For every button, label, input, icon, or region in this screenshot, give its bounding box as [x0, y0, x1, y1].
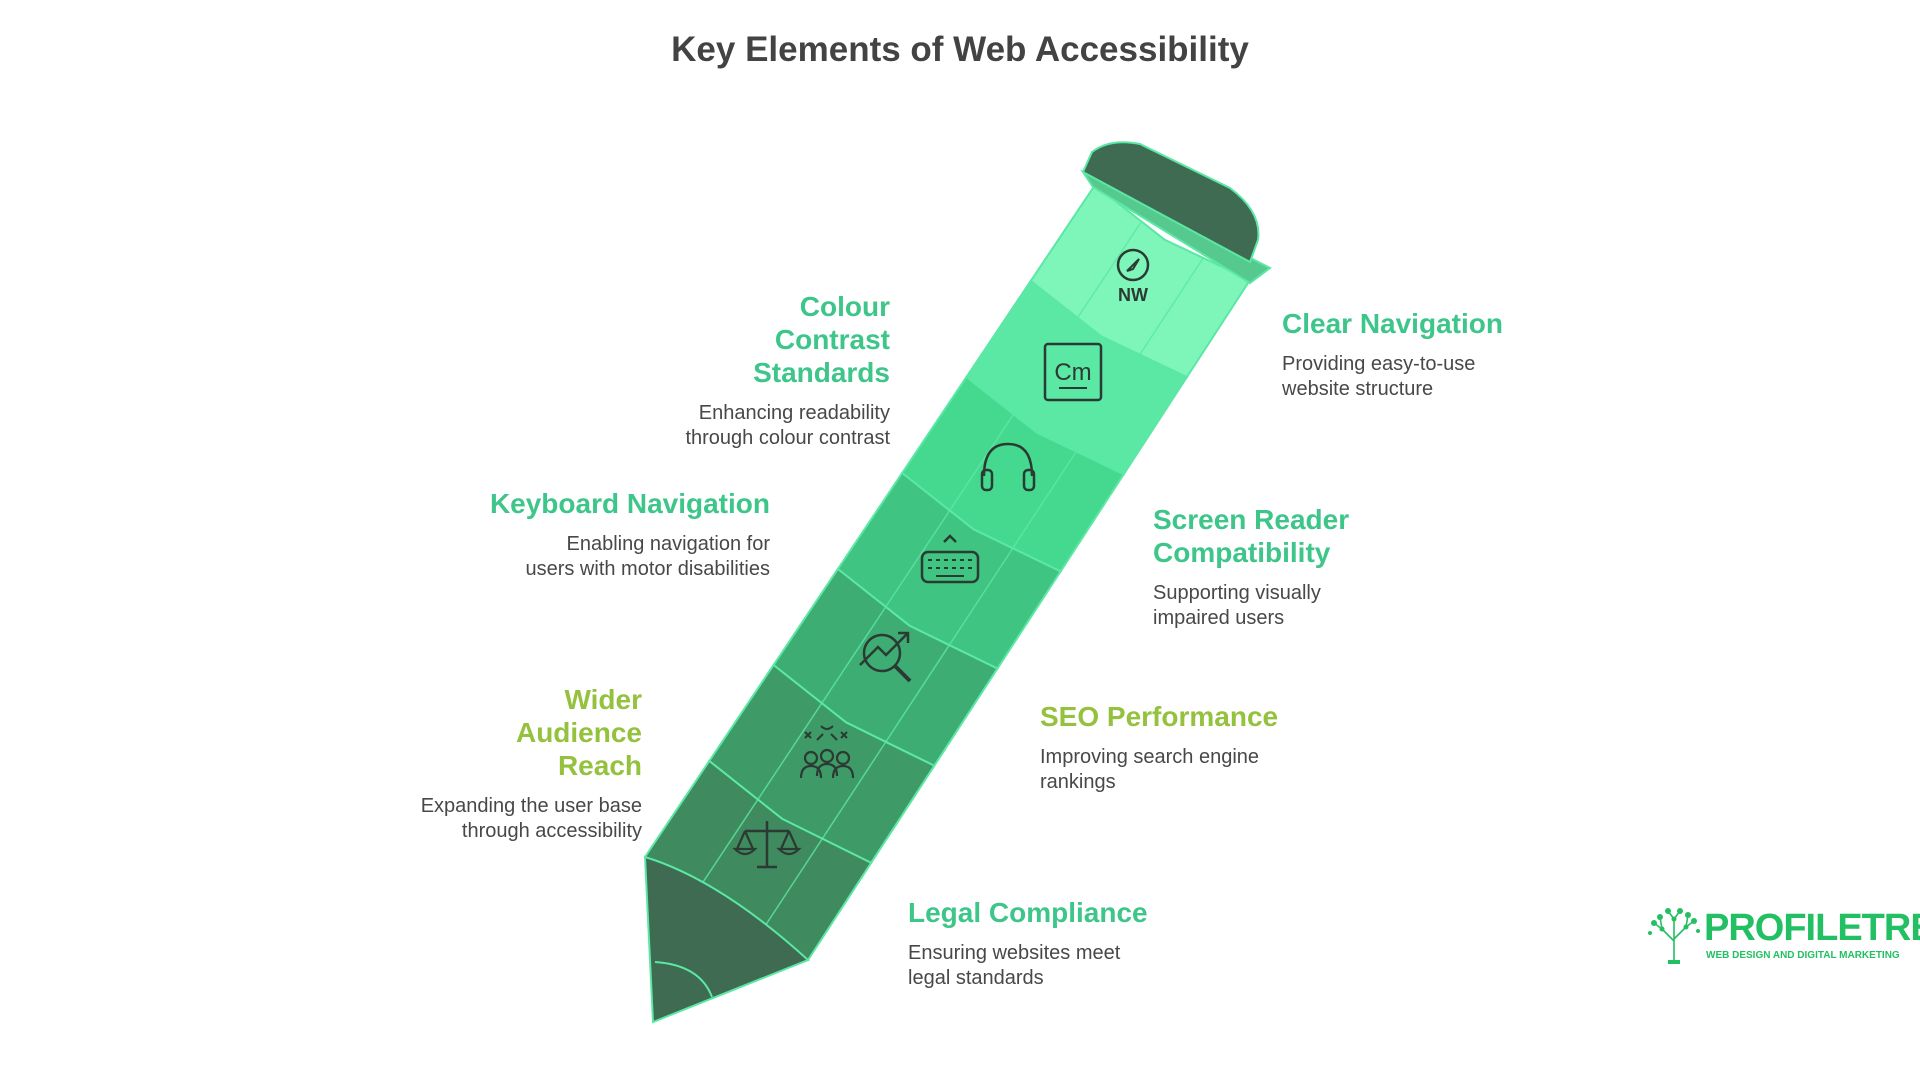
- compass-nw-icon: NW: [1116, 248, 1150, 305]
- item-title: Keyboard Navigation: [489, 488, 770, 519]
- pencil-facet-line: [1076, 221, 1143, 319]
- pencil-facet-line: [885, 644, 951, 742]
- keyboard-icon: [920, 534, 980, 584]
- pencil-tip-arc: [654, 961, 713, 998]
- item-screen-reader: Screen Reader Compatibility Supporting v…: [1153, 503, 1483, 631]
- pencil-facet-line: [693, 799, 759, 897]
- pencil-tip: [643, 855, 810, 1024]
- item-description: Improving search engine rankings: [1040, 746, 1260, 793]
- item-description: Ensuring websites meet legal standards: [908, 942, 1121, 989]
- pencil-facet-line: [885, 510, 951, 608]
- pencil-eraser: [1081, 141, 1260, 264]
- item-keyboard-navigation: Keyboard Navigation Enabling navigation …: [440, 487, 770, 582]
- search-growth-icon: [859, 631, 912, 683]
- pencil-facet-line: [949, 413, 1015, 511]
- pencil-facet-line: [821, 606, 887, 704]
- pencil-facet-line: [757, 702, 823, 800]
- pencil-facet-line: [1012, 450, 1078, 549]
- pencil-facet-line: [1075, 353, 1141, 452]
- svg-text:Cm: Cm: [1054, 359, 1091, 386]
- tree-network-icon: [1648, 908, 1700, 964]
- item-legal-compliance: Legal Compliance Ensuring websites meet …: [908, 896, 1238, 991]
- item-description: Enabling navigation for users with motor…: [525, 533, 770, 580]
- item-description: Supporting visually impaired users: [1153, 582, 1321, 629]
- item-description: Enhancing readability through colour con…: [685, 402, 890, 449]
- item-description: Providing easy-to-use website structure: [1282, 353, 1476, 400]
- pencil-facet-line: [758, 837, 824, 936]
- item-description: Expanding the user base through accessib…: [420, 795, 642, 842]
- logo-tagline: WEB DESIGN AND DIGITAL MARKETING: [1706, 950, 1900, 961]
- pencil-facet-line: [948, 547, 1014, 646]
- svg-text:NW: NW: [1118, 285, 1148, 305]
- logo-name: PROFILETREE: [1704, 907, 1920, 949]
- item-title: Screen Reader Compatibility: [1153, 504, 1350, 568]
- audience-icon: [799, 725, 855, 779]
- headphones-icon: [980, 442, 1036, 492]
- cm-box-icon: Cm: [1043, 342, 1103, 402]
- item-title: Clear Navigation: [1282, 308, 1503, 339]
- item-title: SEO Performance: [1040, 701, 1279, 732]
- item-colour-contrast: Colour Contrast Standards Enhancing read…: [560, 290, 890, 451]
- item-clear-navigation: Clear Navigation Providing easy-to-use w…: [1282, 307, 1612, 402]
- item-title: Wider Audience Reach: [515, 684, 642, 781]
- item-wider-audience: Wider Audience Reach Expanding the user …: [312, 683, 642, 844]
- item-seo-performance: SEO Performance Improving search engine …: [1040, 700, 1370, 795]
- scales-icon: [732, 821, 802, 869]
- item-title: Colour Contrast Standards: [753, 291, 890, 388]
- item-title: Legal Compliance: [908, 897, 1148, 928]
- profiletree-logo: PROFILETREE WEB DESIGN AND DIGITAL MARKE…: [1648, 905, 1920, 965]
- pencil-facet-line: [821, 741, 887, 839]
- page-title: Key Elements of Web Accessibility: [671, 30, 1249, 69]
- pencil-facet-line: [1139, 257, 1205, 355]
